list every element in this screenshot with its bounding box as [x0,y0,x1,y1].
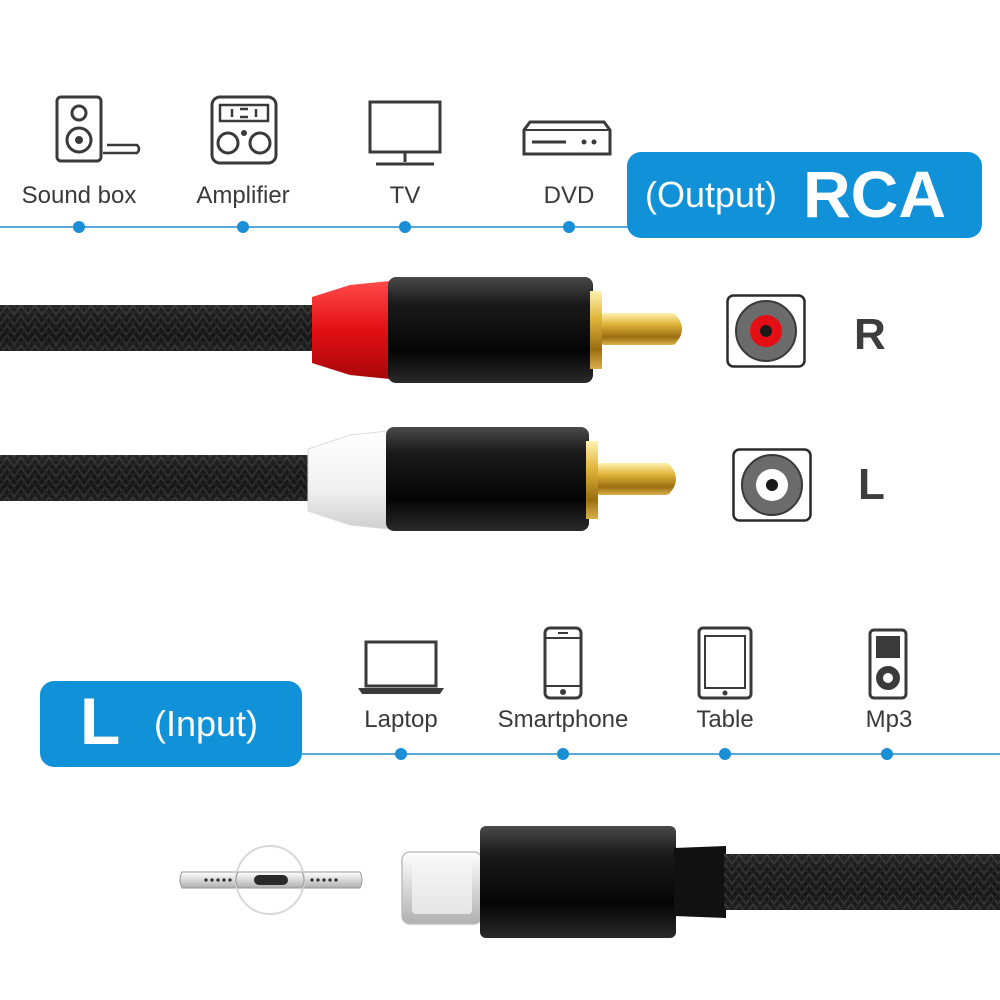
smartphone-icon [543,626,583,700]
device-label-amplifier: Amplifier [196,182,290,209]
tablet-icon [697,626,753,700]
device-label-dvd: DVD [543,182,595,209]
input-l-badge: L (Input) [40,681,302,767]
left-channel-label: L [858,460,885,509]
dvd-icon [522,120,612,156]
right-channel-label: R [854,310,886,359]
tv-icon [368,100,442,166]
output-badge-title: RCA [803,157,946,231]
lightning-plug [401,826,1000,938]
device-label-sound-box: Sound box [21,182,137,209]
speaker-icon [55,95,141,163]
mp3-player-icon [868,628,908,700]
timeline-dot [399,221,411,233]
laptop-icon [358,640,444,694]
timeline-dot [557,748,569,760]
device-label-smartphone: Smartphone [497,706,629,733]
output-badge-caption: (Output) [645,174,778,215]
right-jack-icon [726,294,806,368]
input-badge-caption: (Input) [154,703,259,744]
device-label-laptop: Laptop [364,706,438,733]
output-timeline [0,226,640,228]
left-jack-icon [732,448,812,522]
red-rca-plug [0,277,682,383]
output-rca-badge: (Output) RCA [627,152,982,238]
phone-port-magnifier [179,845,363,915]
device-label-mp3: Mp3 [865,706,913,733]
timeline-dot [395,748,407,760]
device-label-tv: TV [389,182,421,209]
white-rca-plug [0,427,676,531]
amplifier-icon [210,95,278,165]
timeline-dot [563,221,575,233]
input-timeline [302,753,1000,755]
input-badge-title: L [80,684,121,758]
device-label-table: Table [696,706,754,733]
timeline-dot [881,748,893,760]
timeline-dot [237,221,249,233]
timeline-dot [73,221,85,233]
timeline-dot [719,748,731,760]
